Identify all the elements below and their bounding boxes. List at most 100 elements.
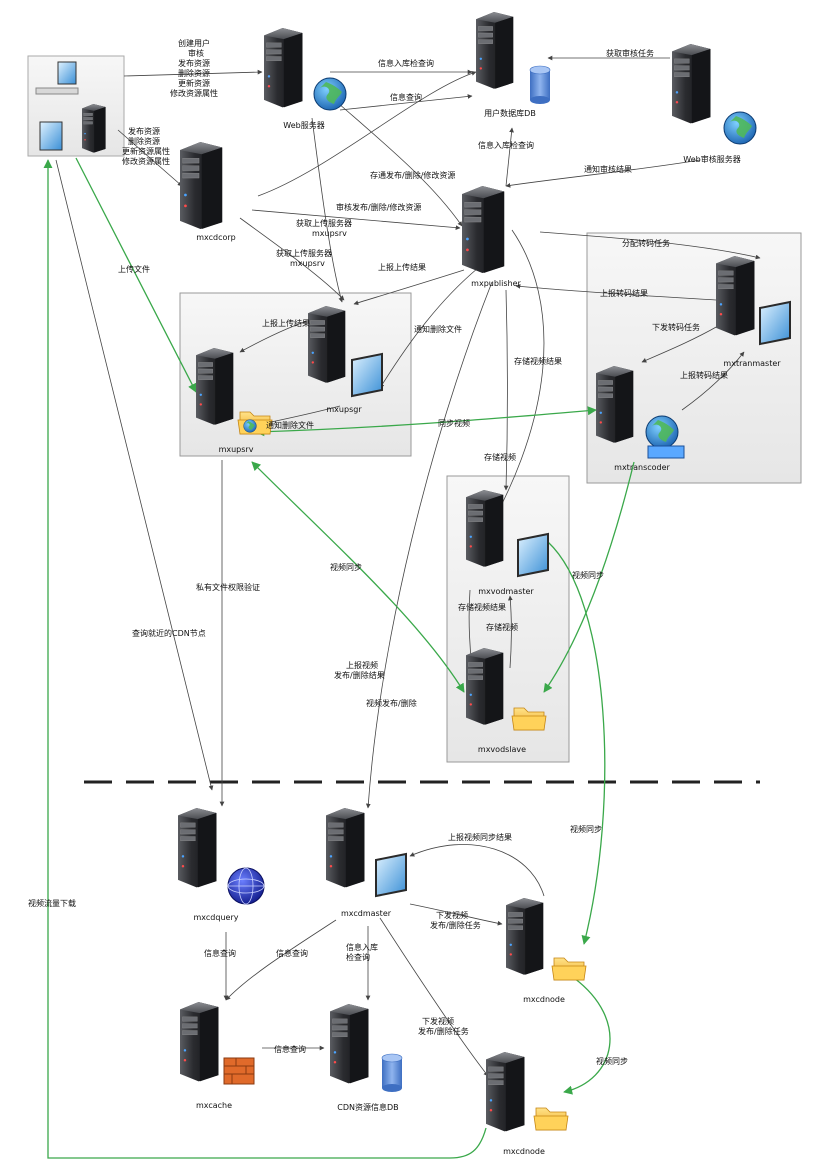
mxcdcorp-label: mxcdcorp: [196, 233, 236, 242]
mxupsrv-label: mxupsrv: [219, 445, 254, 454]
edge-label: 修改资源属性: [122, 156, 170, 166]
edge-label: 发布/删除结果: [334, 670, 385, 680]
globe-icon: [313, 77, 347, 111]
edge-label: 删除资源: [178, 68, 210, 78]
mxpublisher-label: mxpublisher: [471, 279, 521, 288]
edge-label: 上传文件: [118, 264, 150, 274]
edge-label: 分配转码任务: [622, 238, 670, 248]
edge-label: 发布/删除任务: [418, 1026, 469, 1036]
edge-label: 上报上传结果: [378, 262, 426, 272]
mxcdnode-a-label: mxcdnode: [523, 995, 565, 1004]
web-server-label: Web服务器: [283, 120, 324, 130]
edge-label: 视频同步: [330, 562, 362, 572]
user-db-label: 用户数据库DB: [484, 108, 536, 118]
edge-label: 通知审核结果: [584, 164, 632, 174]
edge-label: 获取审核任务: [606, 48, 654, 58]
mxcdcorp-node[interactable]: [179, 141, 223, 230]
mxvodslave-node[interactable]: [465, 647, 504, 726]
edge-label: 上报视频: [346, 660, 378, 670]
mxcdmaster-node[interactable]: [325, 807, 365, 888]
monitor-icon: [375, 853, 407, 897]
edge-label: 信息查询: [204, 948, 236, 958]
edges-green: [43, 157, 635, 1159]
edge-label: 信息查询: [276, 948, 308, 958]
edge-label: 下发转码任务: [652, 322, 700, 332]
edge-label: 获取上传服务器: [276, 248, 332, 258]
edge-label: 视频同步: [572, 570, 604, 580]
globe-dark-icon: [227, 867, 265, 905]
edge-label: 存储视频: [486, 622, 518, 632]
mxcache-label: mxcache: [196, 1101, 232, 1110]
edge-label: 更新资源: [178, 78, 210, 88]
monitor-icon: [517, 533, 549, 577]
edge-label: 视频发布/删除: [366, 698, 417, 708]
mxcdnode-a-node[interactable]: [505, 897, 544, 976]
edge-label: 上报转码结果: [680, 370, 728, 380]
mxpublisher-node[interactable]: [461, 185, 505, 274]
cdn-db-node[interactable]: [329, 1003, 369, 1084]
mxcdnode-b-node[interactable]: [485, 1051, 525, 1132]
edge-label: 视频流量下载: [28, 898, 76, 908]
vod-group: [446, 475, 570, 763]
edge-label: 获取上传服务器: [296, 218, 352, 228]
edge-label: 通知删除文件: [414, 324, 462, 334]
transcode-group: [586, 232, 802, 484]
edge-label: 更新资源属性: [122, 146, 170, 156]
edge-label: 存储视频结果: [514, 356, 562, 366]
globe-icon: [723, 111, 757, 145]
edge-label: 信息入库检查询: [378, 58, 434, 68]
mxupsgr-label: mxupsgr: [326, 405, 362, 414]
edge-label: 存储视频: [484, 452, 516, 462]
edge-label: 通知删除文件: [266, 420, 314, 430]
user-db-node[interactable]: [475, 11, 514, 90]
mxupsgr-node[interactable]: [307, 305, 346, 384]
edge-label: 存储视频结果: [458, 602, 506, 612]
client-node[interactable]: [35, 61, 106, 153]
globe-icon: [243, 419, 257, 433]
database-icon: [529, 65, 551, 105]
web-admin-label: Web审核服务器: [683, 154, 740, 164]
edge-label: 上报上传结果: [262, 318, 310, 328]
edge-labels: 创建用户 审核 发布资源 删除资源 更新资源 修改资源属性 发布资源 删除资源 …: [28, 38, 728, 1066]
edge-label: 创建用户: [178, 38, 210, 48]
folder-icon: [551, 957, 587, 981]
edge-label: mxupsrv: [312, 229, 347, 238]
mxcache-node[interactable]: [179, 1001, 219, 1082]
edge-label: 审核: [188, 48, 204, 58]
web-admin-node[interactable]: [671, 43, 711, 124]
mxvodmaster-node[interactable]: [465, 489, 504, 568]
edge-label: 存通发布/删除/修改资源: [370, 170, 455, 180]
folder-icon: [533, 1107, 569, 1131]
edge-label: 信息入库检查询: [478, 140, 534, 150]
mxtranmaster-node[interactable]: [715, 255, 755, 336]
edge-label: 上报视频同步结果: [448, 832, 512, 842]
mxcdnode-b-label: mxcdnode: [503, 1147, 545, 1156]
edge-label: 信息查询: [390, 92, 422, 102]
globe-icon: [645, 415, 679, 449]
firewall-icon: [223, 1057, 255, 1085]
mxtranscoder-label: mxtranscoder: [614, 463, 670, 472]
edge-label: 视频同步: [596, 1056, 628, 1066]
mxvodmaster-label: mxvodmaster: [478, 587, 534, 596]
edge-label: 发布/删除任务: [430, 920, 481, 930]
cdn-db-label: CDN资源信息DB: [337, 1102, 398, 1112]
edge-label: 信息查询: [274, 1044, 306, 1054]
edge-label: 审核发布/删除/修改资源: [336, 202, 421, 212]
mxtranscoder-node[interactable]: [595, 365, 634, 444]
edge-label: 私有文件权限验证: [196, 582, 260, 592]
monitor-icon: [759, 301, 791, 345]
mxvodslave-label: mxvodslave: [478, 745, 526, 754]
edge-label: 上报转码结果: [600, 288, 648, 298]
edge-label: 视频同步: [570, 824, 602, 834]
edge-label: 发布资源: [178, 58, 210, 68]
web-server-node[interactable]: [263, 27, 303, 108]
mxupsrv-node[interactable]: [195, 347, 234, 426]
mxcdquery-node[interactable]: [177, 807, 217, 888]
edge-label: 下发视频: [422, 1016, 454, 1026]
edge-label: 修改资源属性: [170, 88, 218, 98]
database-icon: [381, 1053, 403, 1093]
mxcdquery-label: mxcdquery: [194, 913, 239, 922]
edges-black: [55, 55, 761, 1077]
